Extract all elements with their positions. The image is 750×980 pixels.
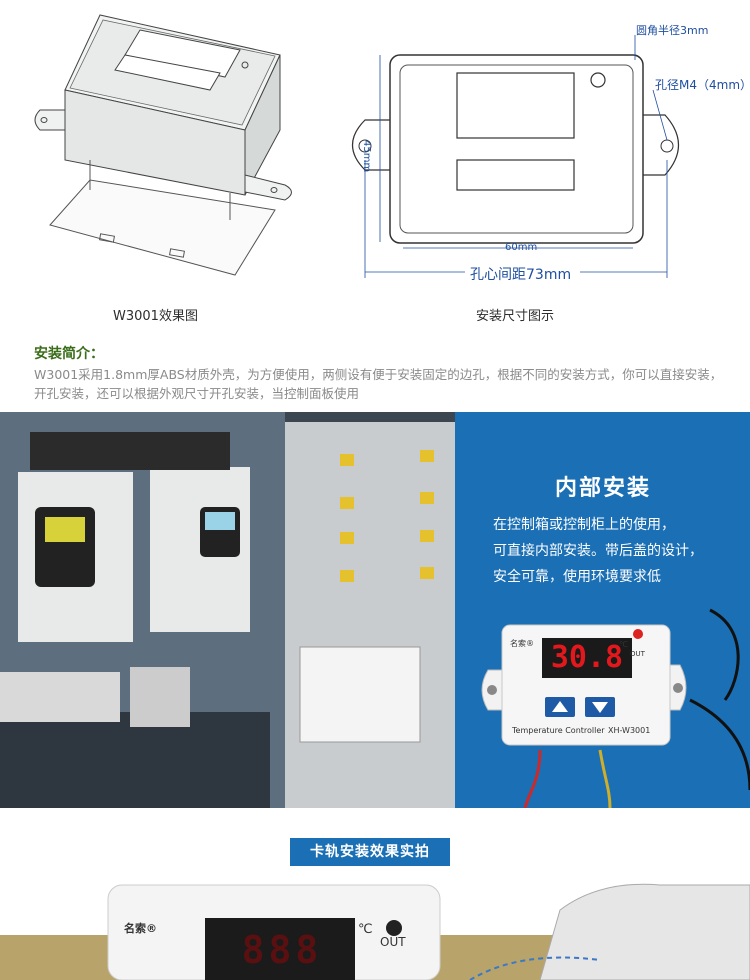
hole-spacing-label: 孔心间距73mm (470, 267, 572, 283)
rail-device-out-label: OUT (380, 935, 406, 949)
probe-cable (523, 608, 750, 808)
description-line-3: 安全可靠，使用环境要求低 (493, 569, 661, 585)
device-model: XH-W3001 (608, 726, 651, 735)
rail-device-display: 888 (241, 928, 323, 972)
intro-title: 安装简介： (34, 346, 104, 362)
rail-install-button[interactable]: 卡轨安装效果实拍 (290, 838, 450, 866)
device-brand: 名索® (510, 639, 534, 648)
temperature-controller-device: 名索® 30.8 ℃ OUT Temperature Controller XH… (480, 620, 690, 750)
description-line-2: 可直接内部安装。带后盖的设计， (493, 543, 703, 559)
internal-install-banner (0, 412, 750, 808)
description-line-1: 在控制箱或控制柜上的使用， (493, 517, 675, 533)
rail-device-brand: 名索® (124, 922, 157, 935)
dimension-caption: 安装尺寸图示 (476, 309, 555, 324)
device-out-label: OUT (630, 650, 645, 658)
rail-install-photo (0, 883, 750, 980)
internal-install-title: 内部安装 (555, 476, 652, 501)
controller-isometric-drawing (34, 14, 292, 276)
device-display: 30.8 (550, 640, 624, 675)
height-dimension-label: 45mm (361, 140, 372, 173)
rail-device-unit: ℃ (358, 922, 373, 937)
isometric-caption: W3001效果图 (113, 309, 198, 324)
device-label: Temperature Controller (512, 726, 605, 735)
hole-size-label: 孔径M4（4mm） (655, 78, 750, 92)
internal-install-description: 在控制箱或控制柜上的使用， 可直接内部安装。带后盖的设计， 安全可靠，使用环境要… (493, 512, 743, 590)
device-unit: ℃ (619, 640, 628, 649)
dimension-drawing (351, 35, 679, 278)
width-dimension-label: 60mm (505, 242, 538, 253)
intro-body: W3001采用1.8mm厚ABS材质外壳，为方便使用，两侧设有便于安装固定的边孔… (34, 367, 723, 401)
corner-radius-label: 圆角半径3mm (636, 24, 709, 37)
control-cabinet-photo (0, 412, 455, 808)
